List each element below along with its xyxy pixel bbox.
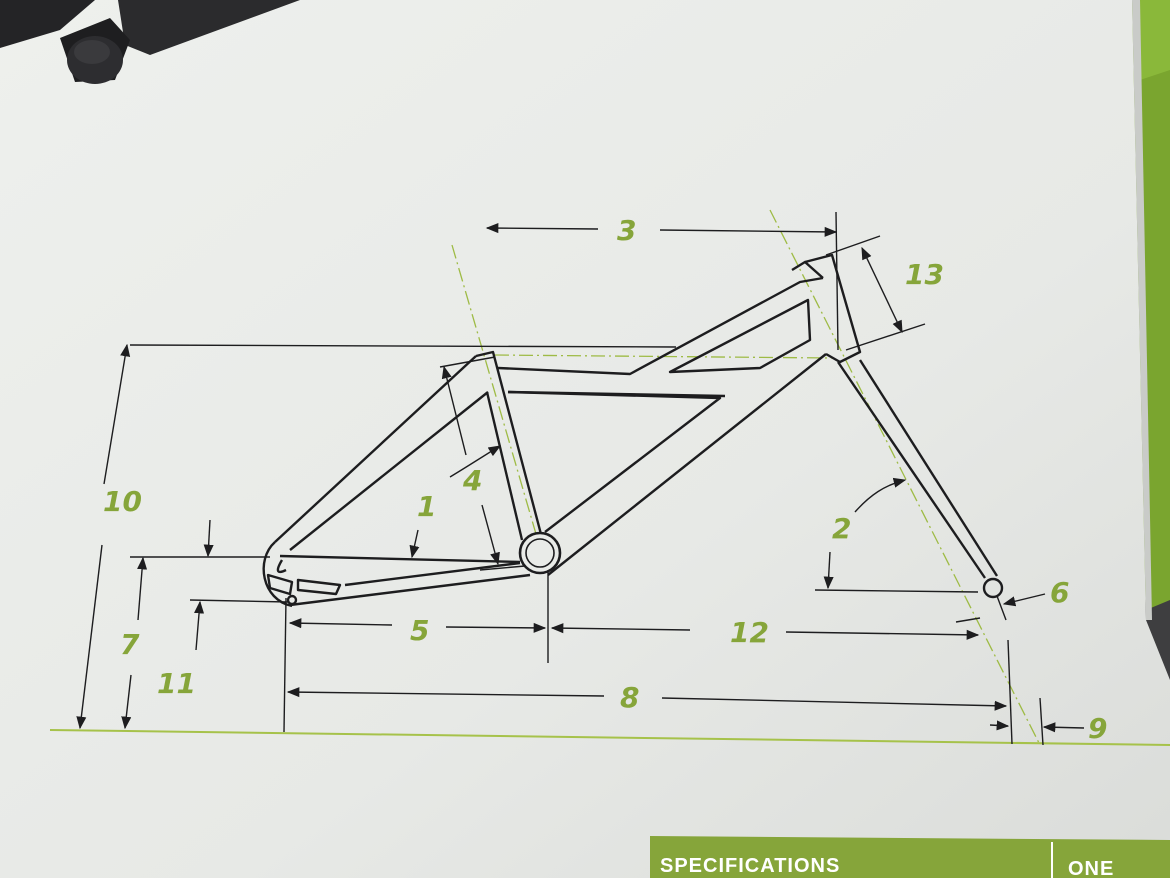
label-2: 2 [832, 512, 851, 545]
label-13: 13 [905, 258, 944, 291]
label-4: 4 [462, 464, 482, 497]
label-7: 7 [120, 628, 140, 661]
label-5: 5 [410, 614, 429, 647]
label-10: 10 [103, 485, 142, 518]
specifications-bar: SPECIFICATIONS ONE [650, 836, 1170, 878]
label-12: 12 [730, 616, 769, 649]
label-6: 6 [1050, 576, 1069, 609]
geometry-labels: 3 13 4 1 2 10 7 11 5 12 8 6 9 [103, 214, 1107, 745]
specifications-column-one: ONE [1068, 858, 1114, 878]
ground-line [49, 729, 1170, 746]
label-11: 11 [157, 667, 196, 700]
bottom-bracket [518, 531, 562, 575]
label-1: 1 [417, 490, 436, 523]
label-8: 8 [620, 681, 639, 714]
label-9: 9 [1088, 712, 1107, 745]
dimension-lines [76, 211, 1085, 746]
bike-tube-photo [0, 0, 300, 84]
label-3: 3 [617, 214, 636, 247]
bike-frame [262, 253, 1004, 608]
specifications-title: SPECIFICATIONS [660, 855, 840, 877]
